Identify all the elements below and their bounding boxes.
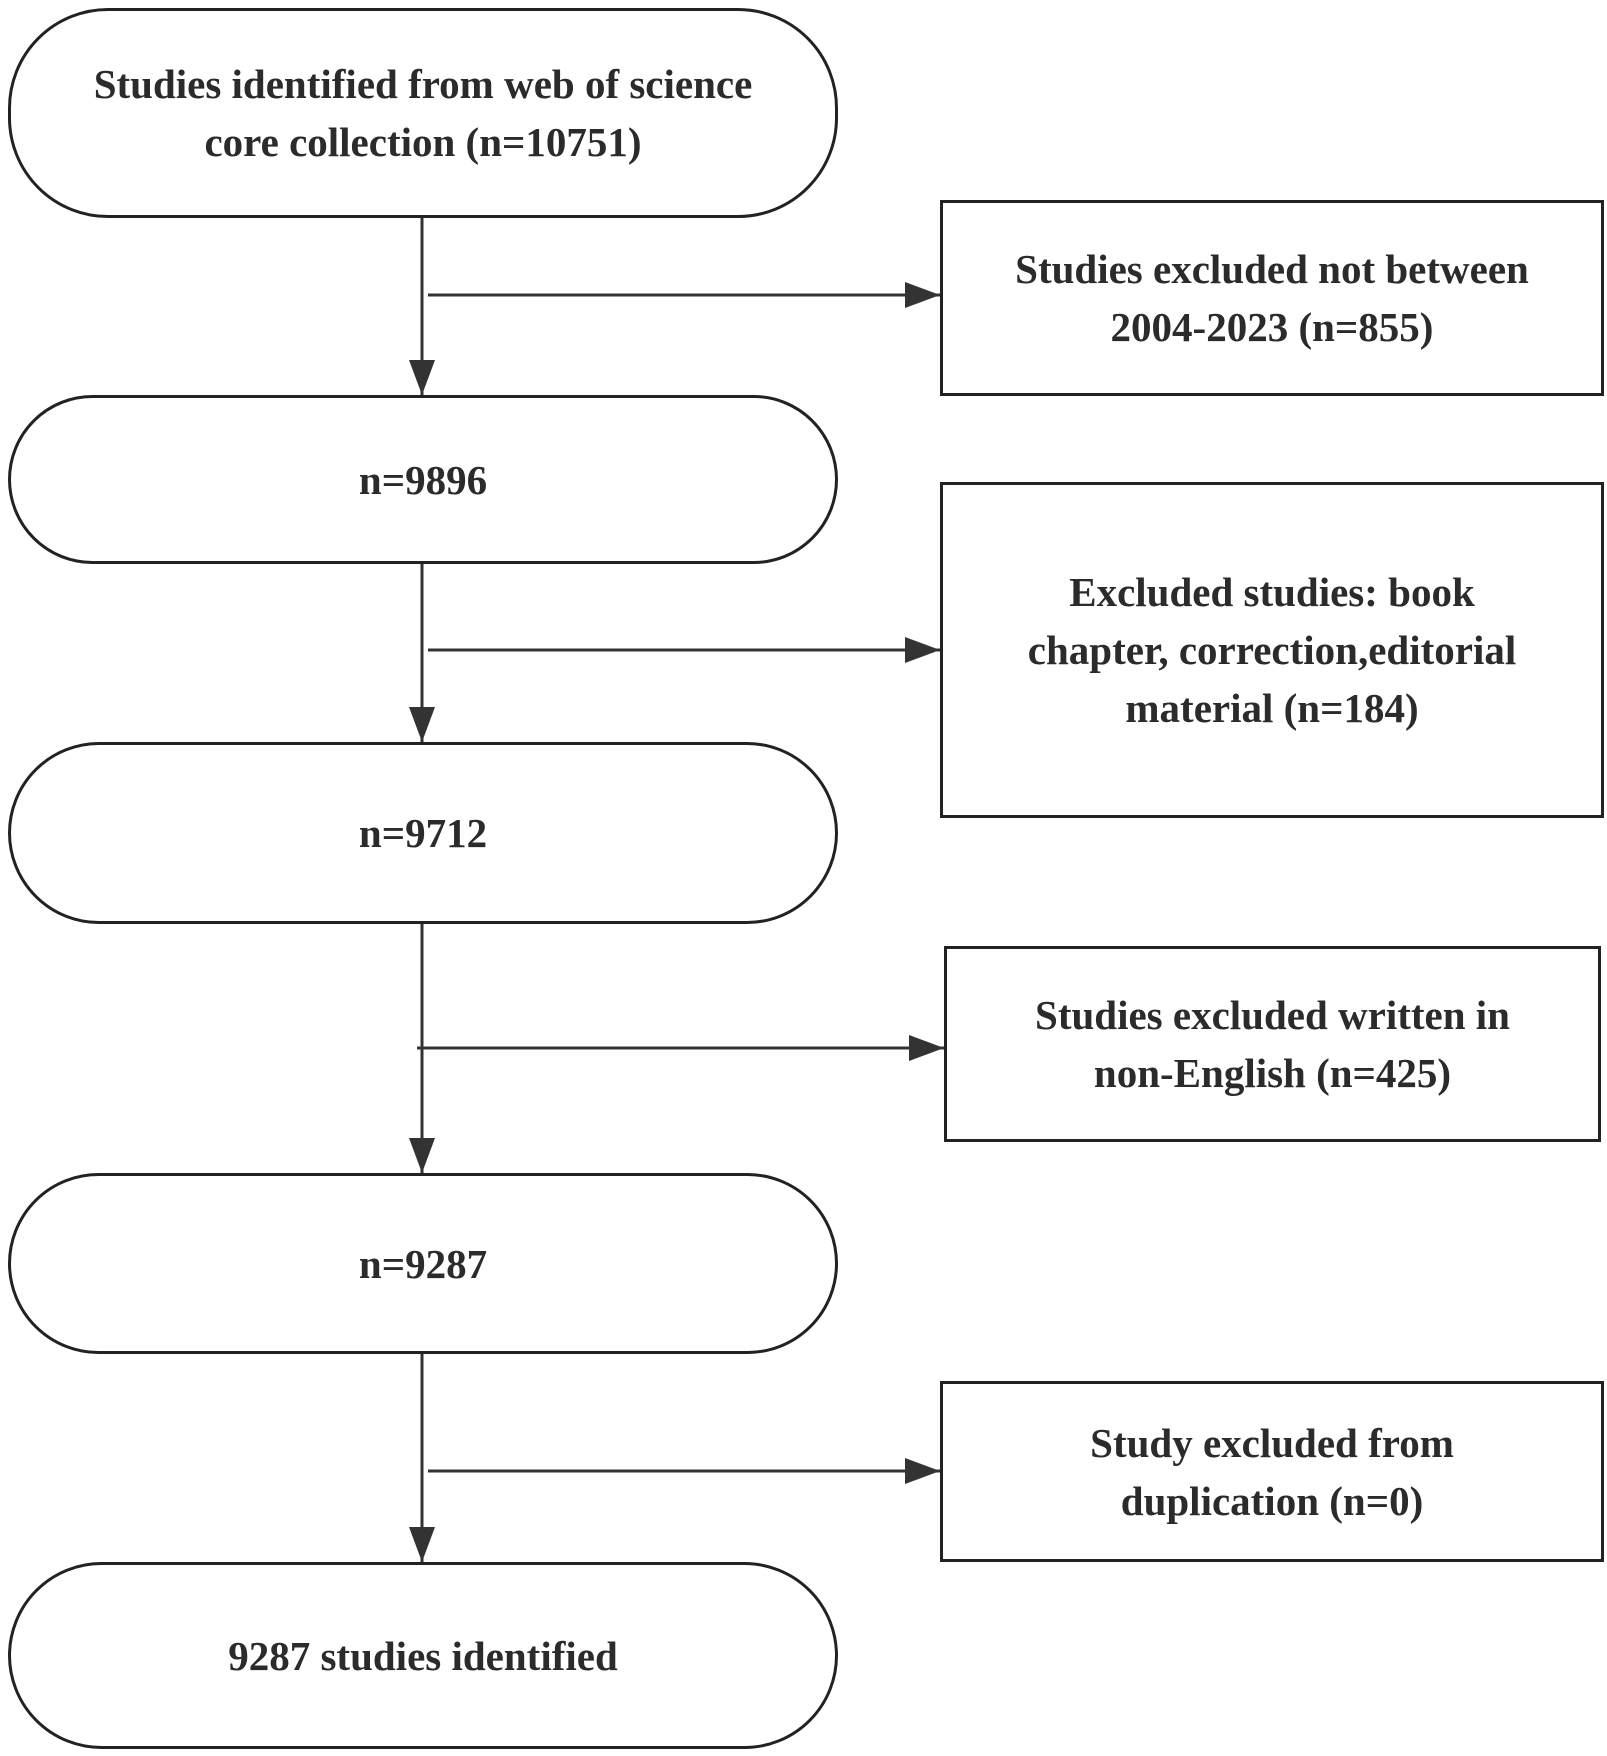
exclusion-document-type-box: Excluded studies: book chapter, correcti…: [940, 482, 1604, 818]
final-studies-node: 9287 studies identified: [8, 1562, 838, 1749]
arrowhead-right-1: [905, 282, 940, 308]
exclusion-language-box: Studies excluded written in non-English …: [944, 946, 1601, 1142]
remaining-9896-label: n=9896: [358, 456, 488, 503]
exclusion-date-range-line-2: 2004-2023 (n=855): [1110, 304, 1434, 350]
exclusion-duplication-line-1: Study excluded from: [1090, 1419, 1454, 1466]
remaining-9712-label: n=9712: [358, 810, 488, 856]
remaining-9712-node: n=9712: [8, 742, 838, 924]
arrowhead-down-3: [409, 1138, 435, 1173]
exclusion-document-type-line-1: Excluded studies: book: [1069, 569, 1475, 615]
identified-studies-line-1: Studies identified from web of science: [93, 61, 753, 107]
exclusion-duplication-box: Study excluded from duplication (n=0): [940, 1381, 1604, 1562]
remaining-9287-node: n=9287: [8, 1173, 838, 1354]
exclusion-date-range-box: Studies excluded not between 2004-2023 (…: [940, 200, 1604, 396]
exclusion-document-type-line-2: chapter, correction,editorial: [1027, 627, 1517, 673]
remaining-9896-node: n=9896: [8, 395, 838, 564]
arrowhead-right-2: [905, 637, 940, 663]
exclusion-duplication-line-2: duplication (n=0): [1120, 1477, 1424, 1524]
identified-studies-node: Studies identified from web of science c…: [8, 8, 838, 218]
exclusion-language-line-2: non-English (n=425): [1093, 1050, 1452, 1096]
exclusion-date-range-line-1: Studies excluded not between: [1015, 246, 1529, 292]
remaining-9287-label: n=9287: [358, 1240, 488, 1287]
identified-studies-line-2: core collection (n=10751): [204, 119, 642, 165]
exclusion-document-type-line-3: material (n=184): [1125, 685, 1419, 731]
final-studies-label: 9287 studies identified: [228, 1632, 618, 1679]
arrowhead-down-2: [409, 707, 435, 742]
arrowhead-down-1: [409, 360, 435, 395]
arrowhead-right-4: [905, 1458, 940, 1484]
horizontal-arrows: [417, 282, 944, 1484]
exclusion-language-line-1: Studies excluded written in: [1035, 992, 1510, 1038]
arrowhead-right-3: [909, 1035, 944, 1061]
arrowhead-down-4: [409, 1527, 435, 1562]
